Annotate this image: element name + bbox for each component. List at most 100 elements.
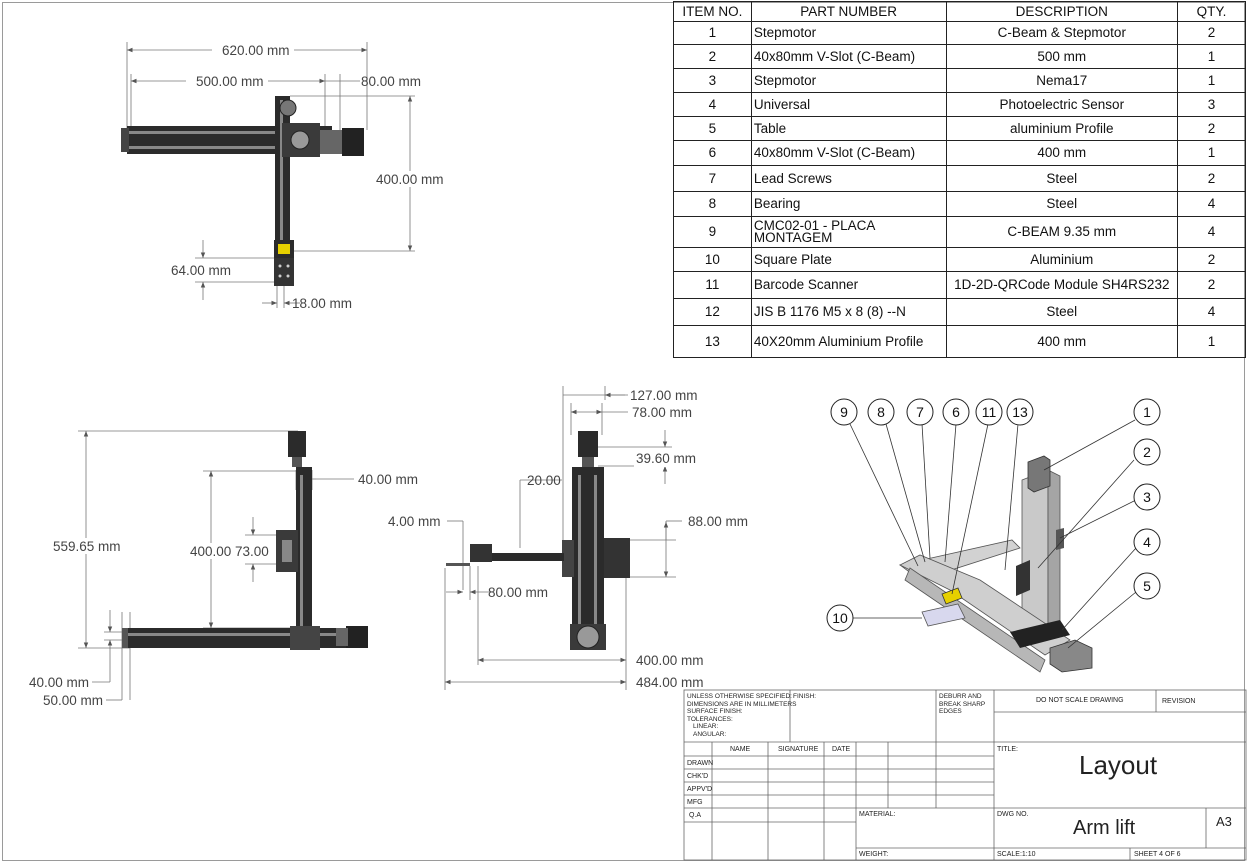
dim-carriage-height: 88.00 mm (688, 514, 748, 529)
bom-cell-qty: 1 (1177, 325, 1246, 358)
balloon-circle (942, 398, 970, 426)
finish-label: FINISH: (793, 693, 817, 700)
balloon-circle (1006, 398, 1034, 426)
bom-cell-qty: 2 (1177, 116, 1246, 141)
balloon-number: 6 (952, 404, 960, 420)
balloon-number: 13 (1012, 404, 1028, 420)
bom-cell-qty: 1 (1177, 68, 1246, 93)
dim-motor-depth: 39.60 mm (636, 451, 696, 466)
revision-label: REVISION (1162, 698, 1196, 705)
bom-cell-part: Stepmotor (750, 21, 947, 45)
bom-cell-description: aluminium Profile (945, 116, 1179, 141)
sheet-size: A3 (1216, 814, 1232, 829)
bom-cell-qty: 4 (1177, 216, 1246, 248)
balloon-number: 11 (982, 404, 997, 420)
balloon-circle (1133, 483, 1161, 511)
dim-sensor-length: 64.00 mm (171, 263, 231, 278)
bom-cell-description: C-Beam & Stepmotor (945, 21, 1179, 45)
tolerance-notes: UNLESS OTHERWISE SPECIFIED: DIMENSIONS A… (687, 693, 796, 738)
scale-label: SCALE:1:10 (997, 851, 1036, 858)
dim-top-height: 400.00 mm (376, 172, 444, 187)
bom-cell-qty: 1 (1177, 44, 1246, 69)
bom-cell-description: 500 mm (945, 44, 1179, 69)
balloon-circle (1133, 398, 1161, 426)
balloon-number: 2 (1143, 444, 1151, 460)
dim-arm-angle: 20.00 (527, 473, 561, 488)
front-view (78, 430, 354, 701)
side-view-labels: 127.00 mm 78.00 mm 39.60 mm 20.00 4.00 m… (388, 388, 748, 690)
no-scale-note: DO NOT SCALE DRAWING (1036, 697, 1124, 704)
bom-cell-part: 40X20mm Aluminium Profile (750, 325, 947, 358)
dwg-no-label: DWG NO. (997, 811, 1029, 818)
dim-top-width: 127.00 mm (630, 388, 698, 403)
role-qa: Q.A (689, 812, 702, 819)
deburr-line: BREAK SHARP (939, 700, 986, 708)
bom-cell-item: 13 (673, 325, 752, 358)
bom-cell-part: Lead Screws (750, 165, 947, 192)
deburr-note: DEBURR AND BREAK SHARP EDGES (939, 693, 985, 716)
bom-cell-qty: 3 (1177, 92, 1246, 117)
dim-beam-width: 40.00 mm (358, 472, 418, 487)
balloon-number: 3 (1143, 489, 1151, 505)
bom-header-row: ITEM NO. PART NUMBER DESCRIPTION QTY. (673, 1, 1246, 22)
balloon-number: 10 (832, 610, 848, 626)
note-line: DIMENSIONS ARE IN MILLIMETERS (687, 700, 797, 708)
balloon-number: 8 (877, 404, 885, 420)
dim-arm-length: 80.00 mm (488, 585, 548, 600)
bom-cell-description: 400 mm (945, 325, 1179, 358)
dim-base-offset: 50.00 mm (43, 693, 103, 708)
bom-cell-qty: 2 (1177, 271, 1246, 299)
front-view-labels: 559.65 mm 400.00 73.00 40.00 mm 40.00 mm… (29, 472, 418, 708)
note-line: LINEAR: (693, 723, 719, 730)
balloon-circle (1133, 572, 1161, 600)
top-view-geometry (121, 96, 364, 286)
front-view-geometry (122, 431, 368, 650)
role-approved: APPV'D (687, 786, 713, 793)
dim-arm-reach: 400.00 mm (636, 653, 704, 668)
drawing-number: Arm lift (1073, 817, 1136, 839)
bom-cell-item: 11 (673, 271, 752, 299)
bom-cell-item: 2 (673, 44, 752, 69)
note-line: UNLESS OTHERWISE SPECIFIED: (687, 693, 792, 700)
weight-label: WEIGHT: (859, 851, 889, 858)
balloon-number: 4 (1143, 534, 1151, 550)
role-drawn: DRAWN (687, 760, 714, 767)
bom-cell-item: 7 (673, 165, 752, 192)
balloon-circle (830, 398, 858, 426)
bom-cell-qty: 2 (1177, 21, 1246, 45)
side-view (444, 386, 682, 690)
bom-cell-item: 1 (673, 21, 752, 45)
balloon-circle (1133, 438, 1161, 466)
bom-cell-description: Steel (945, 298, 1179, 326)
note-line: TOLERANCES: (687, 715, 733, 723)
top-view-labels: 620.00 mm 500.00 mm 80.00 mm 400.00 mm 6… (171, 42, 450, 311)
dim-travel: 400.00 (190, 544, 231, 559)
bom-cell-description: Aluminium (945, 247, 1179, 272)
bom-cell-part: Bearing (750, 191, 947, 217)
bom-cell-description: Steel (945, 165, 1179, 192)
dim-total-reach: 484.00 mm (636, 675, 704, 690)
dim-total-height: 559.65 mm (53, 539, 121, 554)
dim-overall-length: 620.00 mm (222, 43, 290, 58)
bom-cell-description: 1D-2D-QRCode Module SH4RS232 (945, 271, 1179, 299)
balloon-circle (826, 604, 854, 632)
iso-leaders (849, 419, 1137, 649)
balloon-number: 9 (840, 404, 848, 420)
role-mfg: MFG (687, 799, 703, 806)
dim-beam-length: 500.00 mm (196, 74, 264, 89)
material-label: MATERIAL: (859, 811, 896, 818)
bom-cell-part: JIS B 1176 M5 x 8 (8) --N (750, 298, 947, 326)
sheet-number: SHEET 4 OF 6 (1134, 851, 1181, 858)
